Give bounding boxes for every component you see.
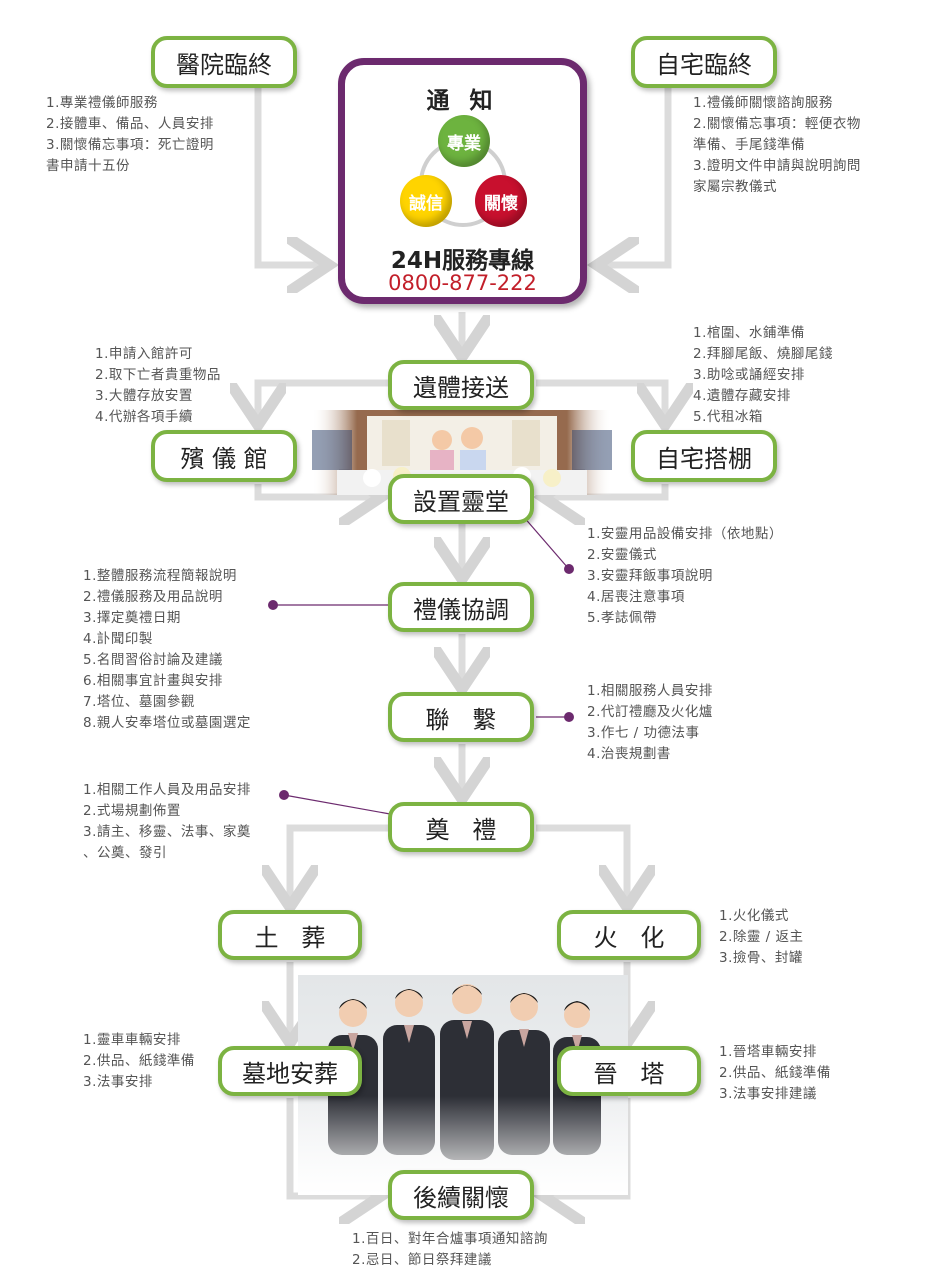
notes-memorial-ceremony: 1.相關工作人員及用品安排 2.式場規劃佈置 3.請主、移靈、法事、家奠 、公奠… bbox=[83, 780, 251, 864]
node-set-altar: 設置靈堂 bbox=[388, 474, 534, 524]
arrow-memorial-to-burial bbox=[290, 824, 388, 900]
note-item: 5.孝誌佩帶 bbox=[587, 610, 657, 626]
note-item: 3.安靈拜飯事項說明 bbox=[587, 568, 713, 584]
note-item: 7.塔位、墓園參觀 bbox=[83, 694, 195, 710]
note-item: 2.拜腳尾飯、燒腳尾錢 bbox=[693, 346, 833, 362]
notes-home-end-of-life: 1.禮儀師關懷諮詢服務 2.關懷備忘事項：輕便衣物 準備、手尾錢準備 3.證明文… bbox=[693, 93, 861, 198]
note-item: 1.火化儀式 bbox=[719, 908, 789, 924]
note-item: 、公奠、發引 bbox=[83, 845, 167, 861]
note-item: 2.除靈 / 返主 bbox=[719, 929, 804, 945]
arrow-transport-to-home-tent bbox=[536, 379, 665, 418]
node-body-transport: 遺體接送 bbox=[388, 360, 534, 410]
note-item: 3.法事安排 bbox=[83, 1074, 153, 1090]
connector-dot-coordination bbox=[268, 600, 278, 610]
notes-cremation: 1.火化儀式 2.除靈 / 返主 3.撿骨、封罐 bbox=[719, 906, 804, 969]
notes-home-tent: 1.棺圍、水鋪準備 2.拜腳尾飯、燒腳尾錢 3.助唸或誦經安排 4.遺體存藏安排… bbox=[693, 323, 833, 428]
note-item: 2.代訂禮廳及火化爐 bbox=[587, 704, 713, 720]
note-item: 3.法事安排建議 bbox=[719, 1086, 817, 1102]
arrow-home-to-center bbox=[604, 86, 672, 265]
node-burial: 土 葬 bbox=[218, 910, 362, 960]
note-item: 4.遺體存藏安排 bbox=[693, 388, 791, 404]
center-title: 通 知 bbox=[426, 88, 499, 114]
note-item: 1.專業禮儀師服務 bbox=[46, 95, 158, 111]
connector-dot-contact bbox=[564, 712, 574, 722]
notes-aftercare: 1.百日、對年合爐事項通知諮詢 2.忌日、節日祭拜建議 bbox=[352, 1229, 548, 1271]
note-item: 2.接體車、備品、人員安排 bbox=[46, 116, 214, 132]
hotline-phone-number: 0800-877-222 bbox=[388, 271, 537, 295]
arrow-transport-to-funeral-home bbox=[258, 379, 388, 418]
note-item: 1.靈車車輛安排 bbox=[83, 1032, 181, 1048]
note-item: 1.相關工作人員及用品安排 bbox=[83, 782, 251, 798]
node-ceremony-coordination: 禮儀協調 bbox=[388, 582, 534, 632]
note-item: 3.大體存放安置 bbox=[95, 388, 193, 404]
node-home-end-of-life: 自宅臨終 bbox=[631, 36, 777, 88]
notification-center-box: 通 知 專業 誠信 關懷 24H服務專線 0800-877-222 bbox=[338, 58, 587, 304]
arrow-memorial-to-cremation bbox=[536, 824, 627, 900]
node-funeral-home: 殯 儀 館 bbox=[151, 430, 297, 482]
notes-tower-placement: 1.晉塔車輛安排 2.供品、紙錢準備 3.法事安排建議 bbox=[719, 1042, 831, 1105]
arrow-funeral-home-to-altar bbox=[254, 484, 374, 497]
note-item: 家屬宗教儀式 bbox=[693, 179, 777, 195]
note-item: 1.禮儀師關懷諮詢服務 bbox=[693, 95, 833, 111]
note-item: 3.撿骨、封罐 bbox=[719, 950, 803, 966]
note-item: 1.晉塔車輛安排 bbox=[719, 1044, 817, 1060]
note-item: 2.關懷備忘事項：輕便衣物 bbox=[693, 116, 861, 132]
note-item: 5.代租冰箱 bbox=[693, 409, 763, 425]
node-grave-burial: 墓地安葬 bbox=[218, 1046, 362, 1096]
connector-dot-memorial bbox=[279, 790, 289, 800]
note-item: 4.治喪規劃書 bbox=[587, 746, 671, 762]
notes-ceremony-coordination: 1.整體服務流程簡報說明 2.禮儀服務及用品說明 3.擇定奠禮日期 4.訃聞印製… bbox=[83, 566, 251, 734]
note-item: 2.安靈儀式 bbox=[587, 547, 657, 563]
notes-funeral-home: 1.申請入館許可 2.取下亡者貴重物品 3.大體存放安置 4.代辦各項手續 bbox=[95, 344, 221, 428]
note-item: 3.擇定奠禮日期 bbox=[83, 610, 181, 626]
note-item: 2.忌日、節日祭拜建議 bbox=[352, 1252, 492, 1268]
note-item: 4.訃聞印製 bbox=[83, 631, 153, 647]
note-item: 8.親人安奉塔位或墓園選定 bbox=[83, 715, 251, 731]
node-memorial-ceremony: 奠 禮 bbox=[388, 802, 534, 852]
note-item: 書申請十五份 bbox=[46, 158, 130, 174]
notes-set-altar: 1.安靈用品設備安排（依地點） 2.安靈儀式 3.安靈拜飯事項說明 4.居喪注意… bbox=[587, 524, 783, 629]
notes-hospital: 1.專業禮儀師服務 2.接體車、備品、人員安排 3.關懷備忘事項：死亡證明 書申… bbox=[46, 93, 214, 177]
note-item: 4.居喪注意事項 bbox=[587, 589, 685, 605]
node-aftercare: 後續關懷 bbox=[388, 1170, 534, 1220]
note-item: 2.式場規劃佈置 bbox=[83, 803, 181, 819]
note-item: 2.供品、紙錢準備 bbox=[83, 1053, 195, 1069]
note-item: 3.關懷備忘事項：死亡證明 bbox=[46, 137, 214, 153]
hotline-label: 24H服務專線 bbox=[390, 248, 535, 274]
note-item: 3.證明文件申請與說明詢問 bbox=[693, 158, 861, 174]
note-item: 準備、手尾錢準備 bbox=[693, 137, 805, 153]
connector-memorial-notes bbox=[283, 794, 391, 815]
value-ball-professional: 專業 bbox=[438, 115, 490, 167]
connector-dot-altar bbox=[564, 564, 574, 574]
arrow-home-tent-to-altar bbox=[550, 484, 669, 497]
node-tower-placement: 晉 塔 bbox=[557, 1046, 701, 1096]
note-item: 1.整體服務流程簡報說明 bbox=[83, 568, 237, 584]
note-item: 3.作七 / 功德法事 bbox=[587, 725, 700, 741]
note-item: 1.申請入館許可 bbox=[95, 346, 193, 362]
notes-contact: 1.相關服務人員安排 2.代訂禮廳及火化爐 3.作七 / 功德法事 4.治喪規劃… bbox=[587, 681, 713, 765]
note-item: 6.相關事宜計畫與安排 bbox=[83, 673, 223, 689]
node-hospital-end-of-life: 醫院臨終 bbox=[151, 36, 297, 88]
note-item: 2.取下亡者貴重物品 bbox=[95, 367, 221, 383]
value-ball-care: 關懷 bbox=[475, 175, 527, 227]
notes-grave-burial: 1.靈車車輛安排 2.供品、紙錢準備 3.法事安排 bbox=[83, 1030, 195, 1093]
node-contact: 聯 繫 bbox=[388, 692, 534, 742]
node-cremation: 火 化 bbox=[557, 910, 701, 960]
note-item: 1.相關服務人員安排 bbox=[587, 683, 713, 699]
arrow-grave-to-aftercare bbox=[286, 1098, 374, 1196]
value-ball-integrity: 誠信 bbox=[400, 175, 452, 227]
note-item: 1.棺圍、水鋪準備 bbox=[693, 325, 805, 341]
note-item: 4.代辦各項手續 bbox=[95, 409, 193, 425]
note-item: 1.安靈用品設備安排（依地點） bbox=[587, 526, 783, 542]
note-item: 3.請主、移靈、法事、家奠 bbox=[83, 824, 251, 840]
note-item: 3.助唸或誦經安排 bbox=[693, 367, 805, 383]
note-item: 5.名間習俗討論及建議 bbox=[83, 652, 223, 668]
note-item: 2.禮儀服務及用品說明 bbox=[83, 589, 223, 605]
note-item: 2.供品、紙錢準備 bbox=[719, 1065, 831, 1081]
note-item: 1.百日、對年合爐事項通知諮詢 bbox=[352, 1231, 548, 1247]
node-home-tent: 自宅搭棚 bbox=[631, 430, 777, 482]
arrow-hospital-to-center bbox=[254, 86, 322, 265]
